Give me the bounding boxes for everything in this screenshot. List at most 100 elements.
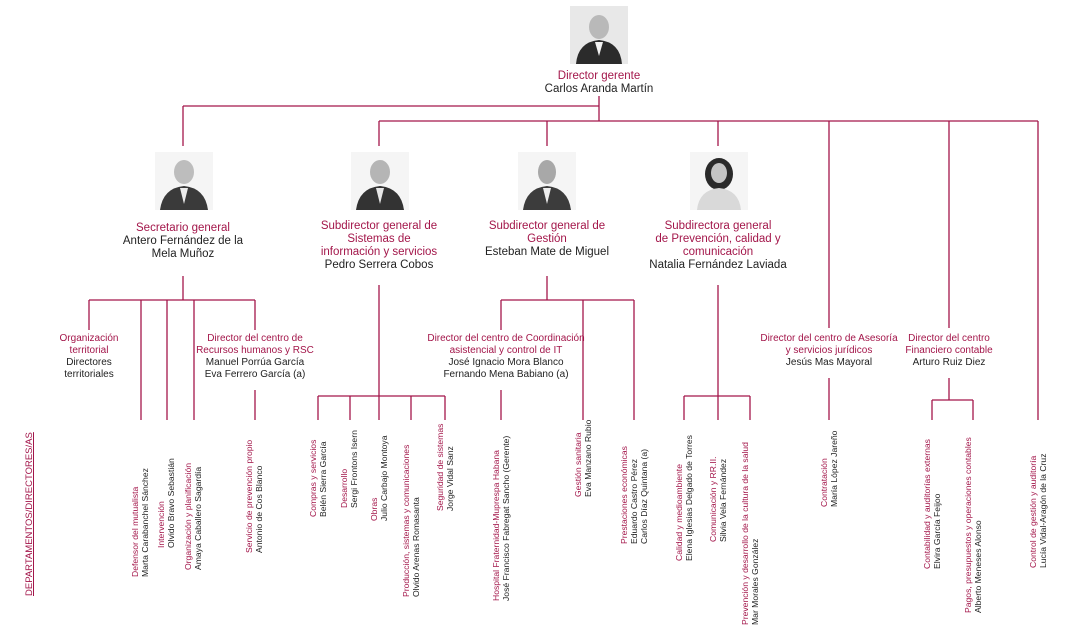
leaf-11-name: Eduardo Castro Pérez bbox=[629, 458, 639, 544]
photo-director bbox=[570, 6, 628, 64]
sub-prevencion-title-3: comunicación bbox=[682, 246, 754, 258]
leaf-0-name: Marta Carabanchel Sánchez bbox=[140, 468, 150, 577]
leaf-6-name: Julio Carbajo Montoya bbox=[379, 435, 389, 521]
leaf-14-title: Prevención y desarrollo de la cultura de… bbox=[740, 442, 750, 625]
org-territorial-name-1: Directores bbox=[66, 357, 112, 368]
leaf-13-title: Comunicación y RR.II. bbox=[708, 456, 718, 543]
secretario-name-1: Antero Fernández de la bbox=[122, 235, 244, 247]
leaf-6: Obras Julio Carbajo Montoya bbox=[369, 435, 389, 521]
photo-secretario bbox=[155, 152, 213, 210]
leaf-11-name-2: Carlos Díaz Quintana (a) bbox=[639, 448, 649, 544]
leaf-5: Desarrollo Sergi Frontons Isern bbox=[339, 430, 359, 508]
leaf-16-name: Elvira García Feijoo bbox=[932, 493, 942, 569]
leaf-17-name: Alberto Meneses Alonso bbox=[973, 520, 983, 613]
director-name: Carlos Aranda Martín bbox=[544, 83, 654, 95]
org-territorial-title-2: territorial bbox=[69, 345, 109, 356]
leaf-5-title: Desarrollo bbox=[339, 468, 349, 508]
financiero-title-2: Financiero contable bbox=[905, 345, 993, 356]
asesoria-title-1: Director del centro de Asesoría bbox=[760, 333, 898, 344]
asesoria-name-1: Jesús Mas Mayoral bbox=[785, 357, 873, 368]
leaf-15-title: Contratación bbox=[819, 458, 829, 507]
leaf-18-name: Lucía Vidal-Aragón de la Cruz bbox=[1038, 453, 1048, 569]
leaf-3-name: Antonio de Cos Blanco bbox=[254, 465, 264, 553]
leaf-18: Control de gestión y auditoría Lucía Vid… bbox=[1028, 454, 1048, 569]
rrhh-name-2: Eva Ferrero García (a) bbox=[204, 369, 306, 380]
sub-prevencion-title-1: Subdirectora general bbox=[664, 220, 772, 232]
leaf-17-title: Pagos, presupuestos y operaciones contab… bbox=[963, 437, 973, 613]
leaf-11: Prestaciones económicas Eduardo Castro P… bbox=[619, 446, 649, 544]
photo-sub-prevencion bbox=[690, 152, 748, 210]
rrhh-name-1: Manuel Porrúa García bbox=[205, 357, 305, 368]
coordinacion-box: Director del centro de Coordinación asis… bbox=[421, 333, 591, 381]
org-territorial-title-1: Organización bbox=[59, 333, 119, 344]
sub-sistemas-title-2: Sistemas de bbox=[347, 233, 411, 245]
leaf-11-title: Prestaciones económicas bbox=[619, 446, 629, 544]
org-territorial-name-2: territoriales bbox=[64, 369, 114, 380]
leaf-14: Prevención y desarrollo de la cultura de… bbox=[740, 442, 760, 625]
leaf-10: Gestión sanitaria Eva Manzano Rubio bbox=[573, 420, 593, 497]
director-title: Director gerente bbox=[557, 70, 641, 82]
sub-sistemas-title-1: Subdirector general de bbox=[320, 220, 438, 232]
coordinacion-name-1: José Ignacio Mora Blanco bbox=[448, 357, 564, 368]
leaf-2-title: Organización y planificación bbox=[183, 462, 193, 570]
leaf-7-name: Olvido Arenas Romasanta bbox=[411, 497, 421, 597]
secretario-title: Secretario general bbox=[136, 222, 230, 234]
leaf-4-name: Belén Sierra García bbox=[318, 441, 328, 517]
leaf-15-name: María López Jareño bbox=[829, 430, 839, 507]
sub-sistemas-name: Pedro Serrera Cobos bbox=[324, 259, 434, 271]
leaf-18-title: Control de gestión y auditoría bbox=[1028, 455, 1038, 568]
leaf-2-name: Amaya Caballero Sagardía bbox=[193, 466, 203, 570]
secretario-name-2: Mela Muñoz bbox=[151, 248, 215, 260]
sub-gestion-name: Esteban Mate de Miguel bbox=[484, 246, 610, 258]
leaf-10-title: Gestión sanitaria bbox=[573, 432, 583, 498]
leaf-17: Pagos, presupuestos y operaciones contab… bbox=[963, 437, 983, 613]
leaf-2: Organización y planificación Amaya Cabal… bbox=[183, 463, 203, 570]
leaf-8: Seguridad de sistemas Jorge Vidal Sanz bbox=[435, 424, 455, 511]
financiero-title-1: Director del centro bbox=[908, 333, 990, 344]
leaf-3-title: Servicio de prevención propio bbox=[244, 439, 254, 553]
rrhh-title-2: Recursos humanos y RSC bbox=[196, 345, 314, 356]
leaf-8-title: Seguridad de sistemas bbox=[435, 423, 445, 511]
org-territorial-box: Organización territorial Directores terr… bbox=[44, 333, 134, 381]
leaf-12-title: Calidad y medioambiente bbox=[674, 464, 684, 561]
sub-sistemas-title-3: información y servicios bbox=[320, 246, 438, 258]
sub-prevencion-title-2: de Prevención, calidad y bbox=[655, 233, 781, 245]
leaf-6-title: Obras bbox=[369, 497, 379, 521]
leaf-16-title: Contabilidad y auditorías externas bbox=[922, 439, 932, 569]
leaf-13: Comunicación y RR.II. Silvia Vela Fernán… bbox=[708, 457, 728, 543]
sub-gestion-box: Subdirector general de Gestión Esteban M… bbox=[467, 220, 627, 259]
leaf-1-name: Olvido Bravo Sebastián bbox=[166, 458, 176, 548]
sub-gestion-title-1: Subdirector general de bbox=[488, 220, 606, 232]
leaf-9-name: José Francisco Fabregat Sancho (Gerente) bbox=[501, 435, 511, 601]
photo-sub-gestion bbox=[518, 152, 576, 210]
leaf-4: Compras y servicios Belén Sierra García bbox=[308, 440, 328, 517]
side-label: DEPARTAMENTOS/DIRECTORES/AS bbox=[24, 432, 35, 596]
leaf-12-name: Elena Iglesias Delgado de Torres bbox=[684, 435, 694, 561]
leaf-1: Intervención Olvido Bravo Sebastián bbox=[156, 458, 176, 548]
photo-sub-sistemas bbox=[351, 152, 409, 210]
leaf-9: Hospital Fraternidad-Muprespa Habana Jos… bbox=[491, 436, 511, 601]
asesoria-title-2: y servicios jurídicos bbox=[785, 345, 873, 356]
rrhh-title-1: Director del centro de bbox=[207, 333, 303, 344]
leaf-0-title: Defensor del mutualista bbox=[130, 486, 140, 577]
financiero-box: Director del centro Financiero contable … bbox=[894, 333, 1004, 369]
director-box: Director gerente Carlos Aranda Martín bbox=[499, 70, 699, 96]
coordinacion-name-2: Fernando Mena Babiano (a) bbox=[443, 369, 569, 380]
leaf-8-name: Jorge Vidal Sanz bbox=[445, 446, 455, 511]
leaf-15: Contratación María López Jareño bbox=[819, 431, 839, 507]
leaf-7-title: Producción, sistemas y comunicaciones bbox=[401, 444, 411, 597]
asesoria-box: Director del centro de Asesoría y servic… bbox=[759, 333, 899, 369]
leaf-13-name: Silvia Vela Fernández bbox=[718, 458, 728, 542]
leaf-1-title: Intervención bbox=[156, 501, 166, 548]
leaf-14-name: Mar Morales González bbox=[750, 538, 760, 625]
rrhh-box: Director del centro de Recursos humanos … bbox=[195, 333, 315, 381]
leaf-12: Calidad y medioambiente Elena Iglesias D… bbox=[674, 435, 694, 561]
coordinacion-title-1: Director del centro de Coordinación bbox=[427, 333, 585, 344]
leaf-7: Producción, sistemas y comunicaciones Ol… bbox=[401, 445, 421, 597]
leaf-10-name: Eva Manzano Rubio bbox=[583, 419, 593, 497]
sub-sistemas-box: Subdirector general de Sistemas de infor… bbox=[299, 220, 459, 272]
leaf-3: Servicio de prevención propio Antonio de… bbox=[244, 440, 264, 553]
leaf-9-title: Hospital Fraternidad-Muprespa Habana bbox=[491, 450, 501, 601]
